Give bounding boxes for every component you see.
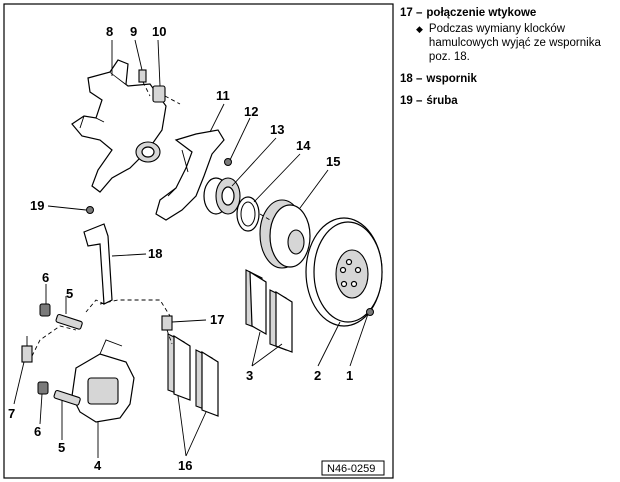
screw-19 [86, 206, 94, 214]
dust-cap-upper [39, 303, 51, 317]
brake-disc [305, 217, 383, 327]
sensor-bolt-9 [138, 69, 151, 97]
splash-shield [155, 129, 225, 221]
callout-12: 12 [244, 104, 258, 119]
wheel-bearing [203, 177, 241, 215]
callout-6-lower: 6 [34, 424, 41, 439]
leader-lines [13, 39, 369, 458]
legend-number: 18 – [400, 73, 423, 85]
callout-6-upper: 6 [42, 270, 49, 285]
callout-5-upper: 5 [66, 286, 73, 301]
screw-12 [224, 158, 232, 166]
guide-bolt-upper [55, 313, 83, 330]
legend-number: 17 – [400, 7, 423, 19]
legend-item-18: 18 – wspornik [400, 72, 616, 86]
callout-8: 8 [106, 24, 113, 39]
parts-legend: 17 – połączenie wtykowe ◆ Podczas wymian… [400, 6, 616, 116]
legend-item-17: 17 – połączenie wtykowe [400, 6, 616, 20]
callout-9: 9 [130, 24, 137, 39]
legend-note-text: Podczas wymiany klocków hamulcowych wyją… [428, 23, 601, 63]
dust-cap-lower [37, 381, 49, 395]
brake-caliper [71, 339, 135, 423]
figure-frame [3, 3, 394, 479]
diamond-bullet-icon: ◆ [416, 24, 423, 34]
callout-7: 7 [8, 406, 15, 421]
legend-note-17: ◆ Podczas wymiany klocków hamulcowych wy… [400, 22, 616, 64]
callout-14: 14 [296, 138, 311, 153]
steering-knuckle [71, 59, 167, 193]
legend-number: 19 – [400, 95, 423, 107]
callout-4: 4 [94, 458, 102, 473]
callout-2: 2 [314, 368, 321, 383]
brake-pads-set-3 [245, 269, 293, 353]
callout-3: 3 [246, 368, 253, 383]
legend-item-19: 19 – śruba [400, 94, 616, 108]
callout-11: 11 [216, 88, 230, 103]
callout-1: 1 [346, 368, 353, 383]
callout-16: 16 [178, 458, 192, 473]
legend-label: śruba [426, 95, 458, 107]
brake-pads-set-16 [167, 333, 219, 417]
wear-sensor-connector [21, 336, 33, 363]
callout-19: 19 [30, 198, 44, 213]
callout-18: 18 [148, 246, 162, 261]
legend-label: wspornik [426, 73, 477, 85]
sensor-cable [31, 299, 171, 357]
legend-label: połączenie wtykowe [426, 7, 537, 19]
callout-15: 15 [326, 154, 340, 169]
callout-10: 10 [152, 24, 166, 39]
circlip [236, 196, 260, 232]
callout-5-lower: 5 [58, 440, 65, 455]
callout-17: 17 [210, 312, 224, 327]
bracket [83, 223, 113, 305]
guide-bolt-lower [53, 389, 81, 406]
reference-code-box [321, 460, 385, 476]
disc-screw [366, 308, 374, 316]
plug-connection [161, 315, 173, 345]
callout-13: 13 [270, 122, 284, 137]
speed-sensor-10 [152, 85, 181, 105]
reference-code: N46-0259 [327, 463, 375, 475]
wheel-hub [259, 199, 311, 269]
